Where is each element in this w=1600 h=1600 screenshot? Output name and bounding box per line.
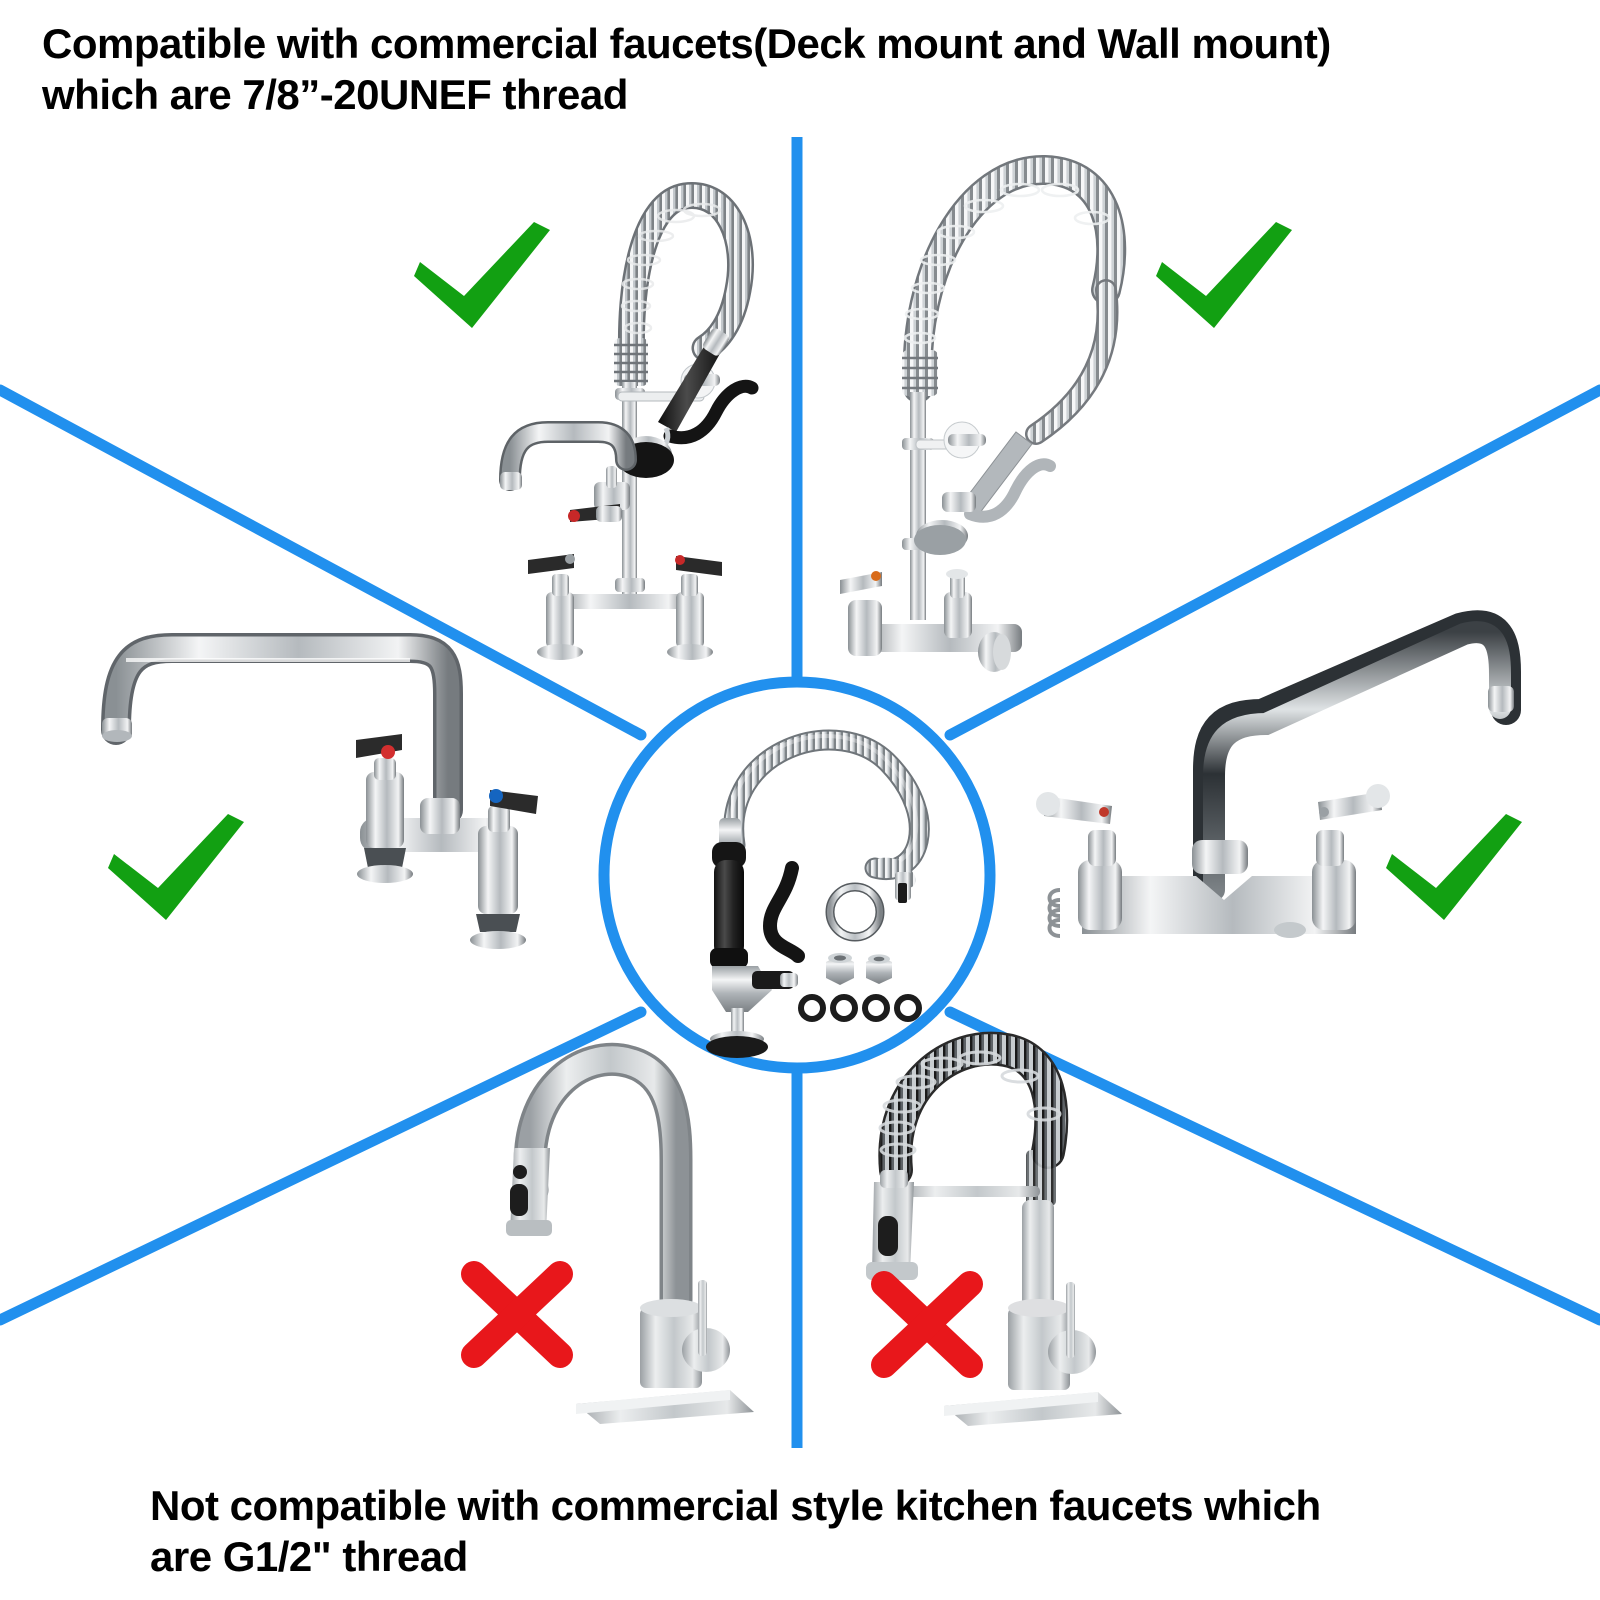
top-caption: Compatible with commercial faucets(Deck … [42, 20, 1331, 119]
bottom-caption: Not compatible with commercial style kit… [150, 1482, 1321, 1581]
cross-mark-spring-coil-faucet [862, 1262, 992, 1387]
center-highlight-circle [598, 676, 996, 1074]
guide-line-upper-left [0, 384, 647, 741]
product-wall-mount-pre-rinse [820, 140, 1140, 680]
rubber-washer-4 [894, 994, 922, 1022]
product-pull-down-kitchen-faucet [480, 1020, 780, 1440]
check-mark-wall-mount-faucet [1378, 810, 1528, 930]
guide-line-lower-right [944, 1006, 1600, 1326]
check-mark-deck-mount-faucet [100, 810, 250, 930]
flexible-stainless-hose [723, 729, 930, 903]
product-deck-mount-pre-rinse [470, 160, 770, 660]
product-deck-mount-faucet [80, 600, 560, 960]
rubber-washers [798, 994, 922, 1022]
check-mark-deck-mount-pre-rinse [406, 218, 556, 338]
check-mark-wall-mount-pre-rinse [1148, 218, 1298, 338]
rubber-washer-2 [830, 994, 858, 1022]
black-spray-gun-handle [706, 818, 805, 1058]
product-wall-mount-faucet [1000, 590, 1521, 950]
brass-adapter-nut-2 [866, 954, 892, 984]
product-spring-coil-kitchen-faucet [840, 1020, 1140, 1440]
cross-mark-pull-down-faucet [452, 1252, 582, 1377]
rubber-washer-1 [798, 994, 826, 1022]
guide-line-upper-right [944, 384, 1600, 741]
center-product-kit [640, 690, 960, 1060]
chrome-mounting-ring [825, 882, 885, 942]
brass-adapter-nut-1 [826, 953, 854, 985]
guide-line-lower-left [0, 1006, 647, 1326]
rubber-washer-3 [862, 994, 890, 1022]
